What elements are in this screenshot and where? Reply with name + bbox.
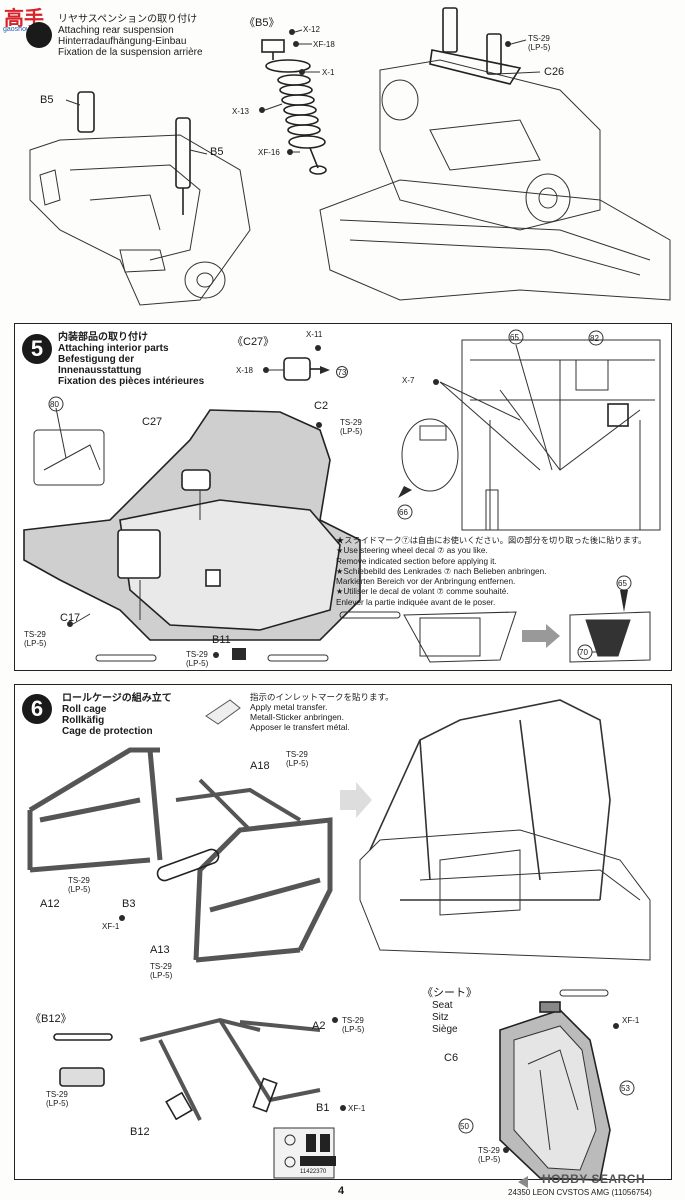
part-ts29b-label: TS-29 <box>24 630 46 639</box>
part-73-label: 73 <box>336 366 348 378</box>
step6-number-badge: 6 <box>22 694 52 724</box>
step5-number-badge: 5 <box>22 334 52 364</box>
part-x13-label: X-13 <box>232 107 249 116</box>
part-c27-label: C27 <box>142 416 163 428</box>
part-ts29a-step6-label: TS-29 <box>286 750 308 759</box>
part-x1-label: X-1 <box>322 68 335 77</box>
part-ts29c-label: TS-29 <box>186 650 208 659</box>
part-65-label: 65 <box>510 333 519 342</box>
part-82-label: 82 <box>590 334 599 343</box>
part-x7-label: X-7 <box>402 376 415 385</box>
part-ts29a-label: TS-29 <box>340 418 362 427</box>
part-lp5c-label: (LP-5) <box>186 659 209 668</box>
part-b5-right-label: B5 <box>210 146 224 158</box>
part-53-label: 53 <box>621 1084 630 1093</box>
part-b3-label: B3 <box>122 898 136 910</box>
part-70-label: 70 <box>579 648 588 657</box>
part-b5-left-label: B5 <box>40 94 54 106</box>
part-lp5-label: (LP-5) <box>528 43 551 52</box>
part-c2-label: C2 <box>314 400 329 412</box>
part-ts29-label: TS-29 <box>528 34 550 43</box>
step4-number-badge <box>26 22 52 48</box>
part-b12-label: B12 <box>130 1126 150 1138</box>
rear-chassis-left-diagram <box>29 91 251 306</box>
interior-parts-diagram <box>23 329 661 663</box>
step6-title: ロールケージの組み立て Roll cage Rollkäfig Cage de … <box>62 693 172 737</box>
seat-sub-label: 《シート》 <box>422 987 477 999</box>
metal-transfer-note: 指示のインレットマークを貼ります。 Apply metal transfer. … <box>250 692 394 732</box>
part-lp5b-label: (LP-5) <box>24 639 47 648</box>
part-ts29e-label: TS-29 <box>342 1016 364 1025</box>
part-x12-label: X-12 <box>303 25 320 34</box>
part-a18-label: A18 <box>250 760 270 772</box>
part-a12-label: A12 <box>40 898 60 910</box>
step5-title: 内装部品の取り付け Attaching interior parts Befes… <box>58 332 205 387</box>
part-lp5-seat-label: (LP-5) <box>478 1155 501 1164</box>
part-a2-label: A2 <box>312 1020 326 1032</box>
part-lp5a-step6-label: (LP-5) <box>286 759 309 768</box>
decal-code-label: 11422370 <box>300 1169 327 1175</box>
watermark-sub: gaoshou.com <box>3 26 46 33</box>
step5-sub-label: 《C27》 <box>232 336 275 348</box>
part-ts29-seat-label: TS-29 <box>478 1146 500 1155</box>
part-xf16-label: XF-16 <box>258 148 280 157</box>
part-lp5b-step6-label: (LP-5) <box>68 885 91 894</box>
part-ts29b-step6-label: TS-29 <box>68 876 90 885</box>
kit-code: 24350 LEON CVSTOS AMG (11056754) <box>508 1188 652 1197</box>
part-50-label: 50 <box>460 1122 469 1131</box>
part-lp5e-label: (LP-5) <box>342 1025 365 1034</box>
step4-title: リヤサスペンションの取り付け Attaching rear suspension… <box>58 14 203 58</box>
seat-title: Seat Sitz Siège <box>432 1000 458 1035</box>
part-b1-label: B1 <box>316 1102 330 1114</box>
part-65b-label: 65 <box>618 579 627 588</box>
part-lp5c-step6-label: (LP-5) <box>150 971 173 980</box>
part-xf1b-label: XF-1 <box>348 1104 366 1113</box>
part-c6-label: C6 <box>444 1052 459 1064</box>
part-c26-label: C26 <box>544 66 565 78</box>
part-xf18-label: XF-18 <box>313 40 335 49</box>
part-66-label: 66 <box>399 508 408 517</box>
part-c17-label: C17 <box>60 612 81 624</box>
part-lp5d-label: (LP-5) <box>46 1099 69 1108</box>
part-xf1a-label: XF-1 <box>102 922 120 931</box>
page-number: 4 <box>338 1185 345 1197</box>
rear-chassis-right-diagram <box>319 7 671 301</box>
part-80-label: 80 <box>50 400 59 409</box>
part-ts29c-step6-label: TS-29 <box>150 962 172 971</box>
part-lp5a-label: (LP-5) <box>340 427 363 436</box>
part-x11-label: X-11 <box>306 330 323 339</box>
part-b11-label: B11 <box>212 634 231 646</box>
brand-watermark: HOBBY SEARCH <box>542 1172 646 1186</box>
part-x18-label: X-18 <box>236 366 253 375</box>
part-a13-label: A13 <box>150 944 170 956</box>
b5-spring-diagram <box>259 29 327 175</box>
b12-sub-label: 《B12》 <box>30 1013 72 1025</box>
part-xf1-seat-label: XF-1 <box>622 1016 640 1025</box>
step4-sub-label: 《B5》 <box>244 17 280 29</box>
step5-decal-notes: ★スライドマーク⑦は自由にお使いください。図の部分を切り取った後に貼ります。 ★… <box>336 536 647 607</box>
part-ts29d-label: TS-29 <box>46 1090 68 1099</box>
